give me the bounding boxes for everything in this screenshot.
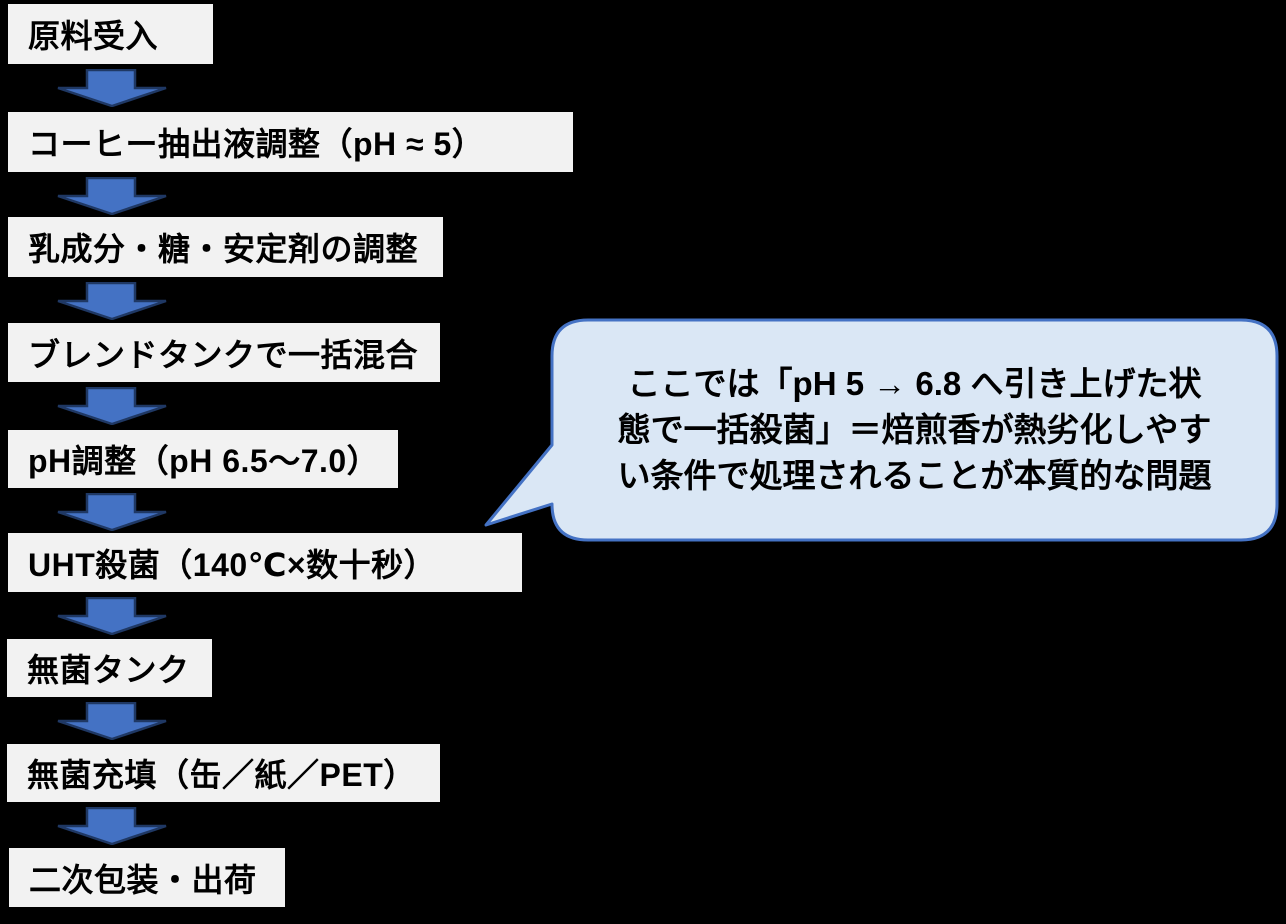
down-arrow-icon <box>57 177 167 215</box>
callout-text-line: ここでは「pH 5 → 6.8 へ引き上げた状 <box>627 365 1202 402</box>
down-arrow-icon <box>57 702 167 740</box>
step-secondary-packaging-shipping: 二次包装・出荷 <box>9 848 285 907</box>
step-ph-adjustment: pH調整（pH 6.5～7.0） <box>8 430 398 488</box>
callout-bubble <box>484 318 1279 542</box>
down-arrow-icon <box>57 597 167 635</box>
step-aseptic-filling: 無菌充填（缶／紙／PET） <box>7 744 440 802</box>
callout-text-line: 態で一括殺菌」＝焙煎香が熱劣化しやす <box>617 411 1212 448</box>
step-aseptic-tank: 無菌タンク <box>7 639 212 697</box>
callout-text-line: い条件で処理されることが本質的な問題 <box>617 457 1212 494</box>
step-raw-material-receiving: 原料受入 <box>8 4 213 64</box>
step-blend-tank-mixing: ブレンドタンクで一括混合 <box>8 323 440 382</box>
down-arrow-icon <box>57 387 167 425</box>
down-arrow-icon <box>57 807 167 845</box>
step-coffee-extract-adjustment: コーヒー抽出液調整（pH ≈ 5） <box>8 112 573 172</box>
down-arrow-icon <box>57 493 167 531</box>
down-arrow-icon <box>57 282 167 320</box>
down-arrow-icon <box>57 69 167 107</box>
callout-text: ここでは「pH 5 → 6.8 へ引き上げた状 態で一括殺菌」＝焙煎香が熱劣化し… <box>552 320 1277 540</box>
step-milk-sugar-stabilizer-adjustment: 乳成分・糖・安定剤の調整 <box>8 217 443 277</box>
step-uht-sterilization: UHT殺菌（140℃×数十秒） <box>8 533 522 592</box>
